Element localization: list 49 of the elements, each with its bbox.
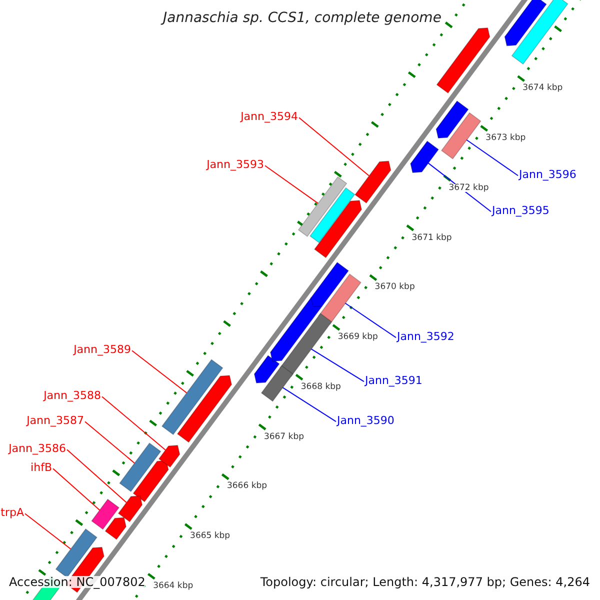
- gene-feature: [119, 442, 162, 492]
- gene-label: Jann_3590: [337, 415, 394, 426]
- gene-label: Jann_3588: [44, 390, 101, 401]
- tick-label: 3664 kbp: [153, 582, 194, 591]
- gene-feature: [410, 140, 440, 174]
- gene-feature: [260, 365, 294, 402]
- diagram-title: Jannaschia sp. CCS1, complete genome: [163, 11, 442, 25]
- gene-label: Jann_3596: [519, 169, 576, 180]
- leader-line: [264, 165, 319, 204]
- gene-label: Jann_3587: [26, 415, 84, 426]
- gene-feature: [354, 160, 392, 204]
- topology-text: Topology: circular; Length: 4,317,977 bp; Genes: 4,264: [260, 576, 590, 588]
- gene-feature: [440, 112, 482, 160]
- leader-line: [282, 387, 336, 422]
- gene-feature: [161, 359, 224, 436]
- tick-label: 3668 kbp: [300, 382, 341, 392]
- gene-feature: [55, 528, 98, 578]
- leader-line: [428, 162, 492, 212]
- leader-line: [84, 421, 136, 464]
- gene-label: Jann_3586: [8, 443, 66, 454]
- tick-label: 3672 kbp: [448, 184, 489, 192]
- leader-line: [298, 117, 370, 176]
- gene-feature: [158, 444, 180, 468]
- gene-label: Jann_3593: [206, 159, 264, 170]
- tick-label: 3670 kbp: [374, 283, 415, 292]
- leader-line: [466, 139, 518, 176]
- gene-label: Jann_3591: [365, 375, 422, 386]
- gene-feature: [91, 498, 120, 530]
- gene-feature: [118, 495, 143, 522]
- tick-label: 3666 kbp: [226, 482, 268, 491]
- tick-label: 3671 kbp: [412, 234, 452, 242]
- accession-text: Accession: NC_007802: [9, 576, 146, 588]
- gene-label: trpA: [0, 507, 24, 518]
- leader-line: [132, 350, 188, 394]
- tick-label: 3669 kbp: [338, 333, 378, 342]
- leader-line: [66, 449, 127, 504]
- leader-line: [344, 302, 396, 338]
- leader-line: [102, 396, 166, 450]
- gene-label: ihfB: [30, 462, 52, 473]
- tick-label: 3667 kbp: [264, 432, 304, 442]
- gene-label: Jann_3594: [240, 111, 298, 122]
- leader-line: [310, 348, 364, 382]
- leader-line: [24, 513, 72, 550]
- gene-label: Jann_3592: [397, 331, 454, 342]
- gene-label: Jann_3589: [74, 344, 131, 355]
- tick-label: 3674 kbp: [522, 84, 563, 93]
- gene-label: Jann_3595: [492, 205, 550, 216]
- tick-label: 3665 kbp: [190, 532, 230, 541]
- gene-feature: [298, 176, 348, 237]
